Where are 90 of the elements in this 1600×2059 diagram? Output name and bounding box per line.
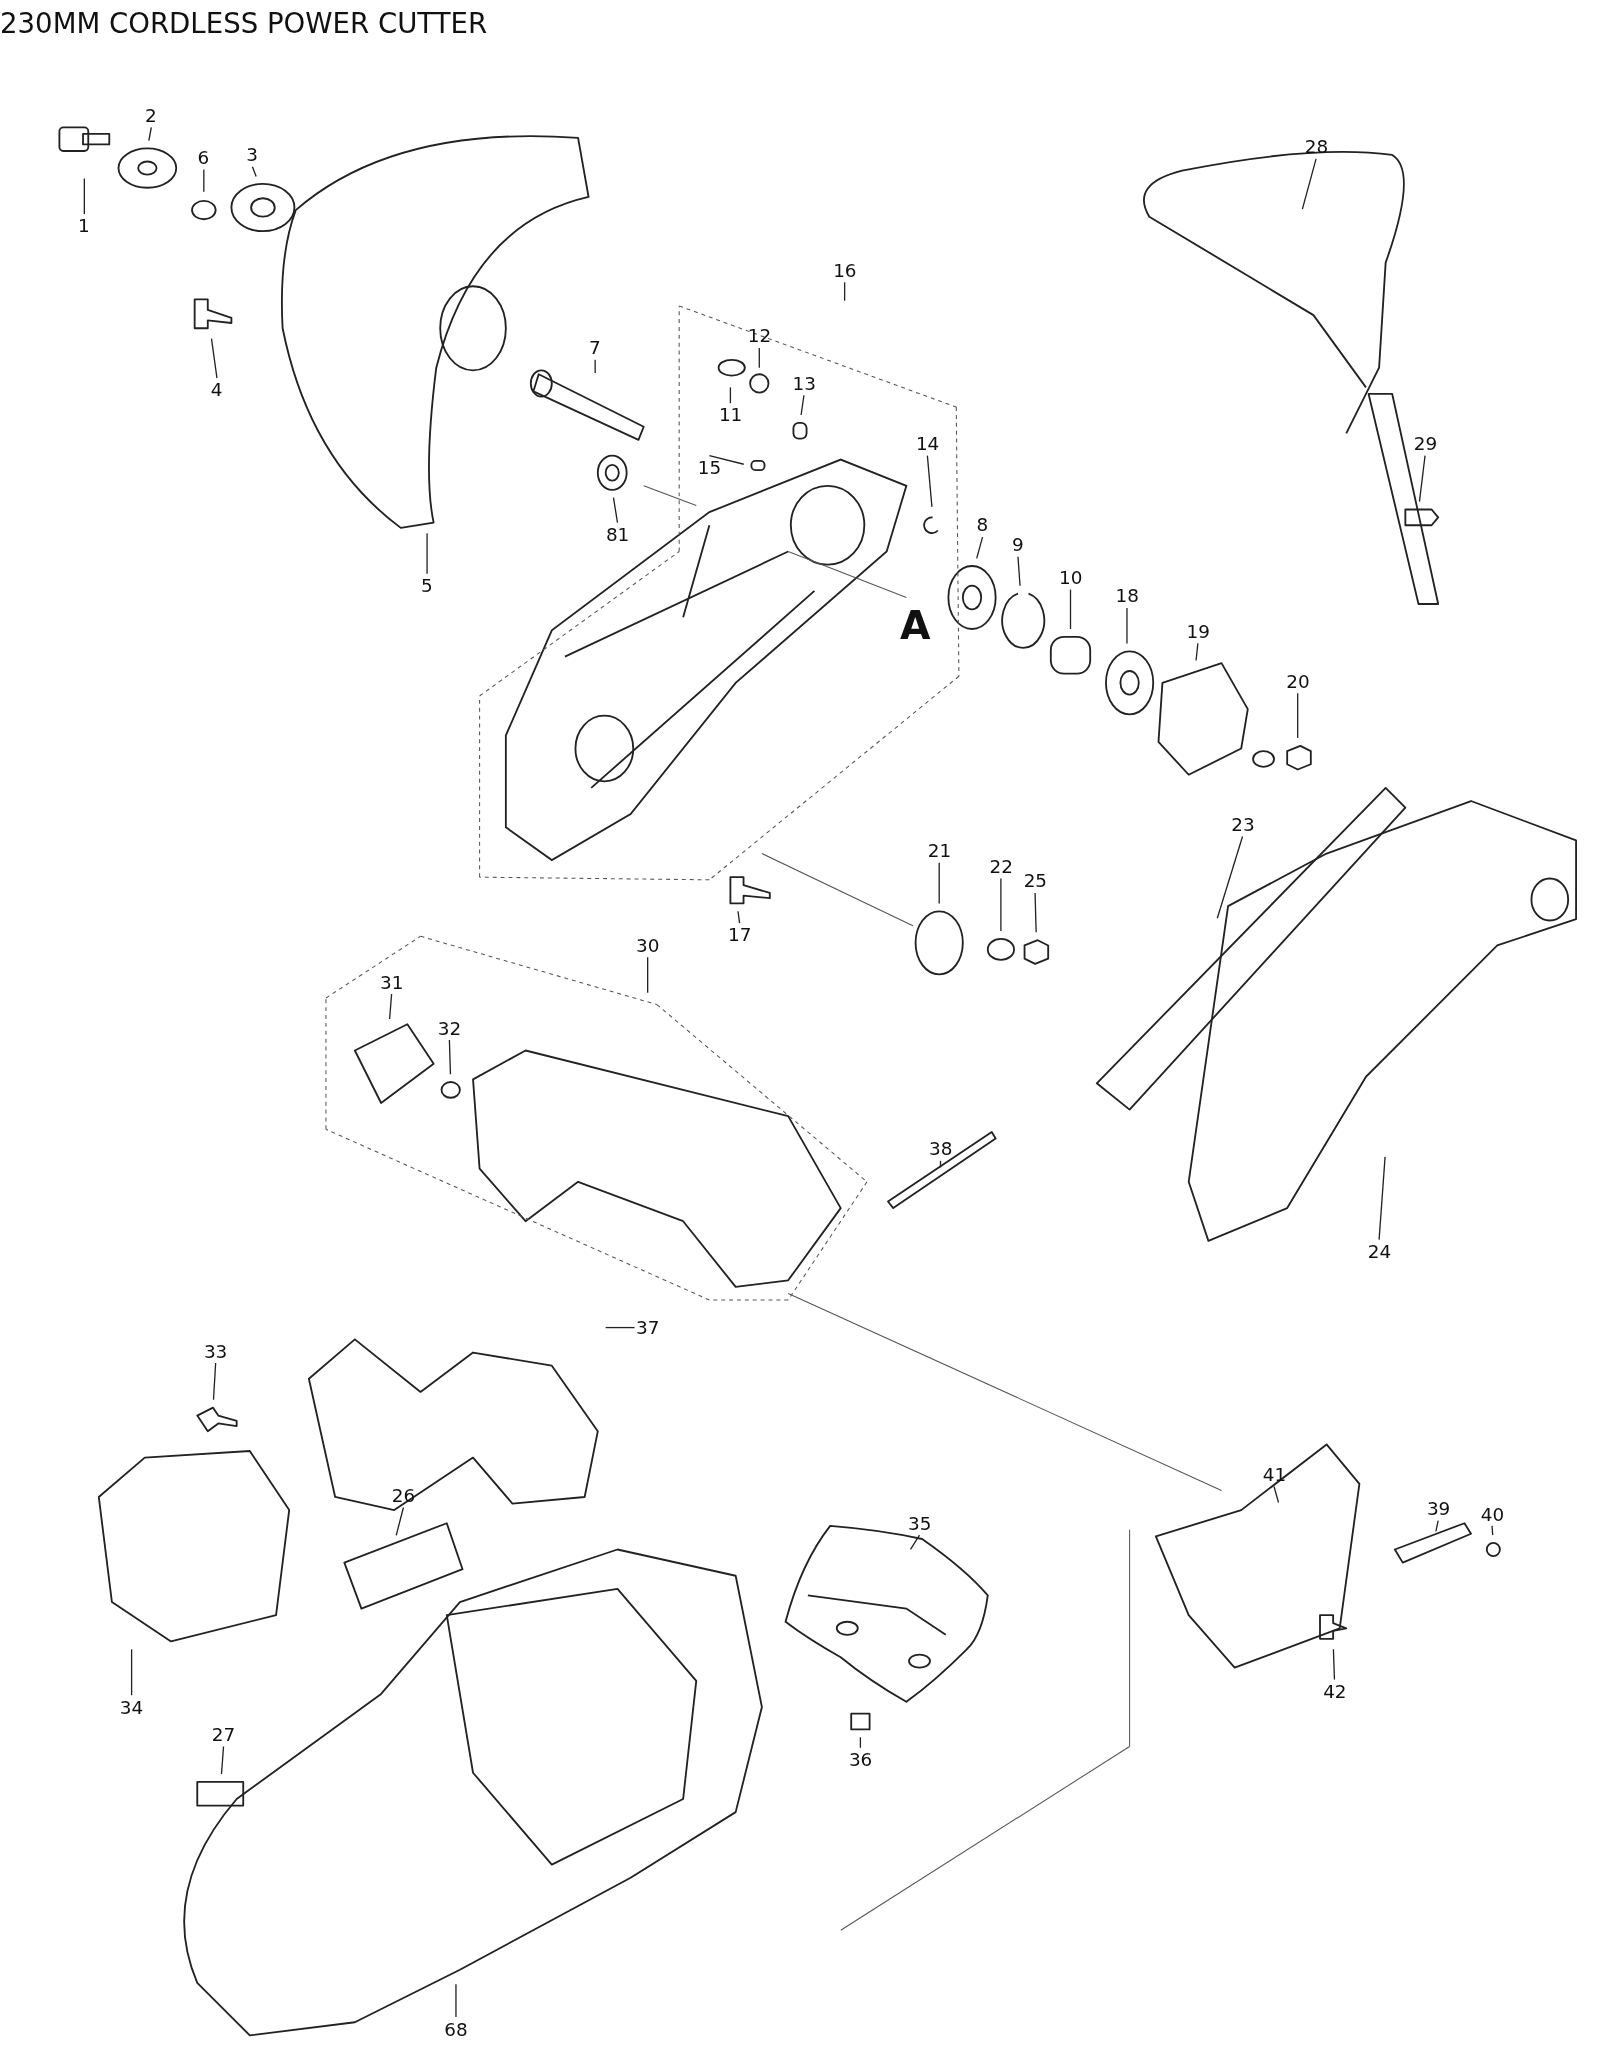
leader-line — [926, 455, 933, 508]
callout-number: 81 — [605, 525, 630, 545]
callout-number: 33 — [203, 1342, 228, 1362]
leader-line — [647, 956, 649, 994]
callout-number: 4 — [210, 381, 223, 400]
leader-line — [251, 166, 257, 178]
leader-line — [130, 1648, 133, 1696]
leader-line — [605, 1326, 636, 1329]
leader-line — [1435, 1519, 1439, 1532]
leader-line — [737, 910, 741, 924]
leader-line — [1195, 642, 1199, 662]
callout-number: 39 — [1426, 1500, 1451, 1519]
leader-line — [148, 126, 152, 142]
leader-line — [976, 536, 984, 559]
leader-line — [859, 1736, 862, 1749]
leader-line — [1000, 877, 1002, 932]
callout-number: 37 — [636, 1319, 660, 1338]
callout-number: 11 — [718, 406, 743, 425]
leader-line — [220, 1745, 225, 1775]
leader-line — [455, 1983, 457, 2018]
callout-number: 14 — [915, 435, 940, 454]
callout-number: 41 — [1262, 1466, 1287, 1485]
callout-number: 15 — [697, 458, 722, 478]
callout-number: 28 — [1304, 138, 1329, 157]
leader-line — [388, 993, 393, 1020]
leader-line — [909, 1534, 921, 1551]
page-title: 230MM CORDLESS POWER CUTTER — [0, 9, 488, 38]
leader-line — [448, 1039, 452, 1075]
leader-line — [844, 281, 846, 302]
callout-number: 32 — [437, 1019, 462, 1038]
callout-number: 38 — [929, 1140, 953, 1159]
callout-number: 34 — [119, 1698, 144, 1718]
callout-number: 19 — [1186, 622, 1210, 642]
leader-line — [800, 394, 805, 416]
callout-number: 29 — [1413, 435, 1438, 454]
callout-number: 27 — [211, 1726, 236, 1745]
callout-number: 68 — [444, 2020, 468, 2039]
leader-line — [83, 177, 85, 215]
leader-line — [708, 455, 745, 465]
callout-number: 20 — [1286, 672, 1310, 692]
leader-line — [594, 359, 596, 374]
leader-line — [212, 1362, 217, 1401]
callout-number: 5 — [420, 576, 433, 596]
callout-number: 25 — [1023, 872, 1047, 891]
leader-line — [395, 1506, 405, 1536]
leader-line — [210, 338, 218, 379]
callout-number: 24 — [1367, 1242, 1392, 1262]
callout-number: 17 — [728, 926, 752, 945]
reference-letter: A — [900, 605, 931, 646]
leader-line — [1273, 1485, 1280, 1504]
leader-line — [1126, 607, 1128, 645]
callout-number: 7 — [589, 339, 601, 358]
callout-number: 3 — [246, 146, 258, 165]
leader-line — [758, 347, 760, 369]
callout-number: 30 — [636, 936, 660, 956]
leader-line — [1332, 1648, 1336, 1681]
leader-line — [1017, 556, 1021, 587]
leader-line — [426, 532, 428, 575]
leader-line — [1491, 1525, 1494, 1536]
leader-line — [1034, 892, 1037, 933]
callout-number: 8 — [976, 516, 989, 535]
leader-line — [1301, 158, 1317, 210]
callout-number: 13 — [792, 374, 816, 393]
callout-number: 12 — [747, 327, 772, 346]
callout-number: 9 — [1012, 536, 1024, 555]
callout-number: 18 — [1115, 587, 1139, 606]
callout-number: 1 — [78, 216, 90, 236]
leader-line — [729, 386, 732, 404]
callout-number: 42 — [1323, 1682, 1347, 1702]
callout-number: 16 — [833, 261, 857, 280]
leader-line — [1216, 835, 1244, 919]
leader-line — [939, 1160, 942, 1169]
leader-line — [938, 862, 940, 905]
callout-number: 40 — [1480, 1505, 1505, 1524]
leader-line — [1297, 692, 1299, 739]
callout-number: 31 — [379, 973, 404, 992]
callout-number: 35 — [908, 1514, 932, 1534]
callout-number: 23 — [1231, 815, 1255, 835]
leader-line — [612, 496, 619, 524]
callout-number: 21 — [927, 842, 952, 861]
leader-line — [1378, 1156, 1386, 1241]
callout-number: 2 — [145, 106, 157, 125]
callout-number: 26 — [391, 1487, 416, 1506]
callout-number: 22 — [989, 858, 1013, 877]
callout-number: 10 — [1059, 569, 1083, 588]
callout-number: 6 — [197, 148, 210, 167]
leader-line — [203, 168, 205, 193]
leader-line — [1418, 455, 1426, 503]
leader-line — [1069, 588, 1072, 630]
callout-number: 36 — [848, 1751, 873, 1770]
